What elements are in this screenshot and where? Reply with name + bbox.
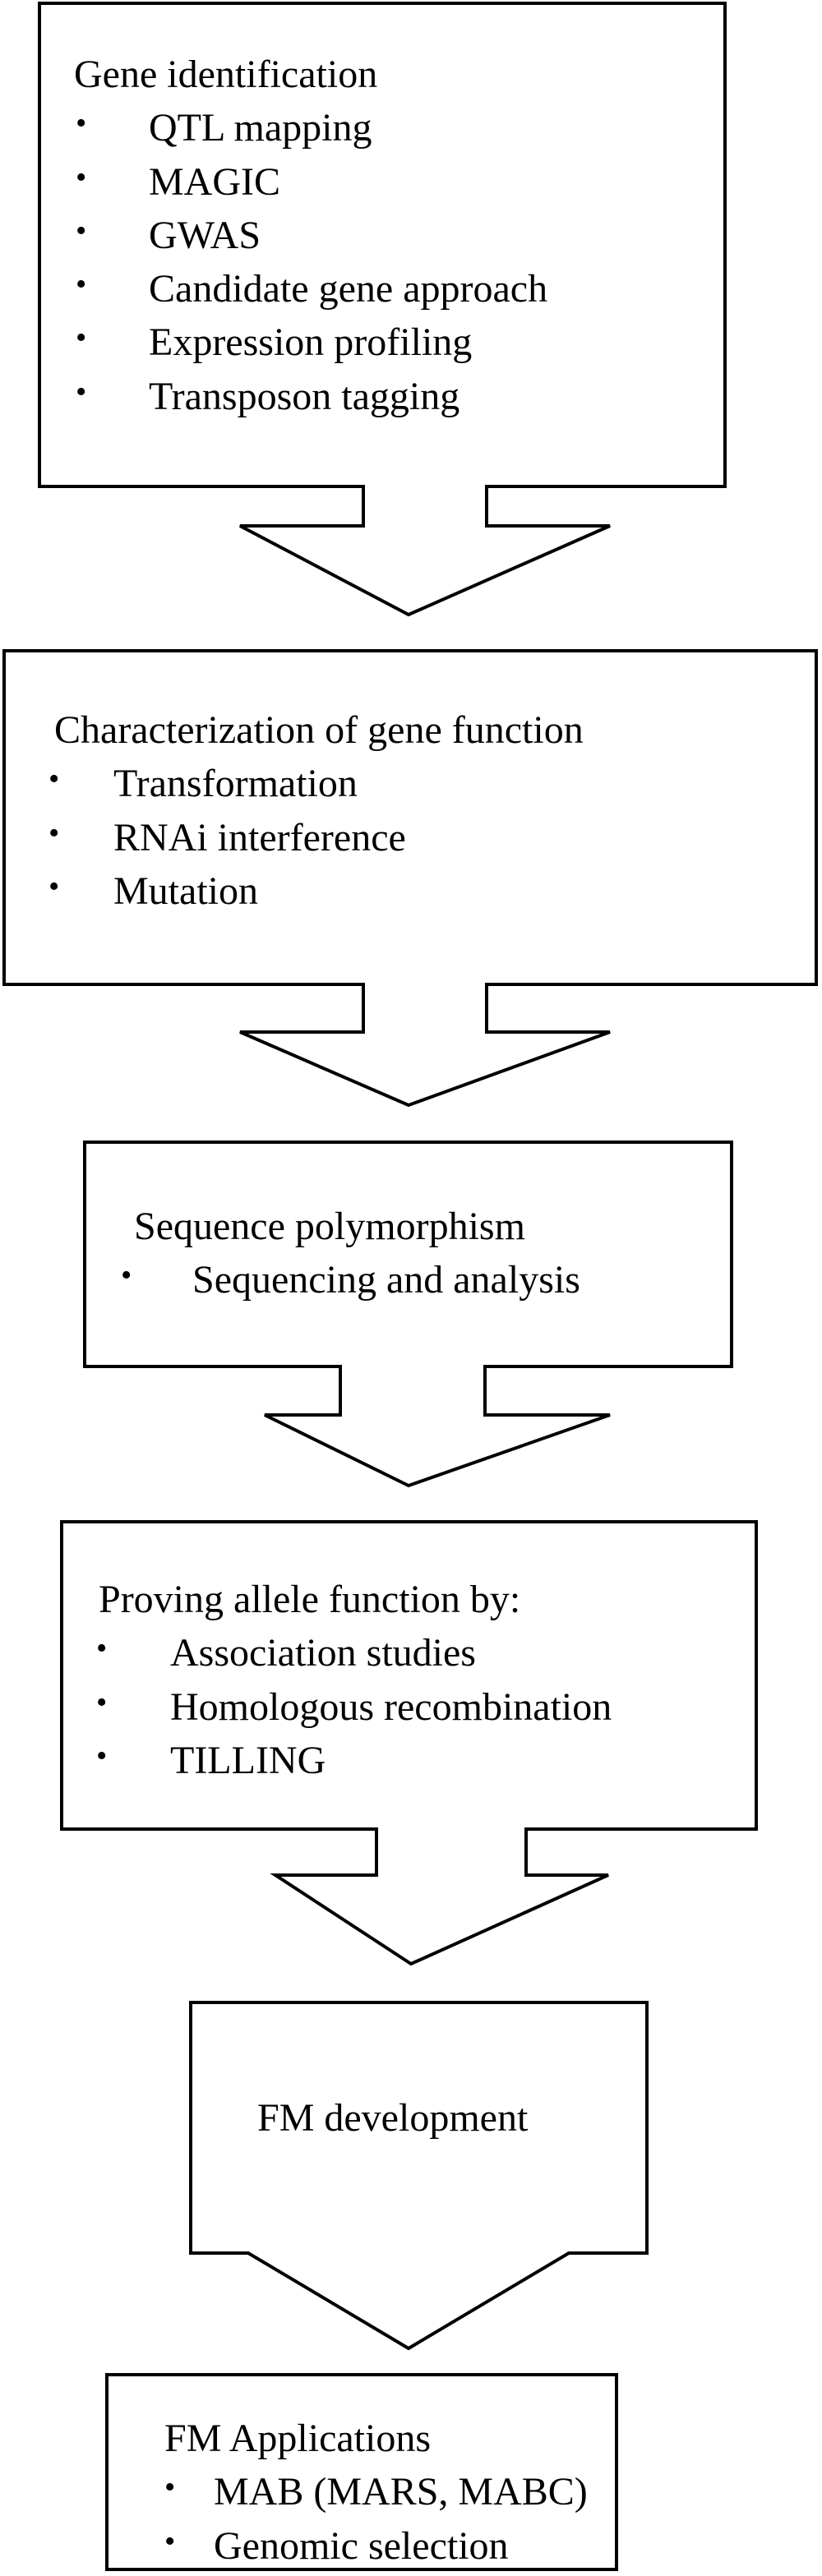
list-item: • RNAi interference — [48, 811, 584, 864]
fm-applications-list: • MAB (MARS, MABC) • Genomic selection — [164, 2465, 588, 2573]
bullet-icon: • — [164, 2470, 176, 2505]
list-item: • Genomic selection — [164, 2519, 588, 2573]
list-item: • TILLING — [96, 1734, 612, 1787]
list-item: • Sequencing and analysis — [121, 1253, 580, 1306]
bullet-icon: • — [164, 2523, 176, 2559]
gene-function-step: Characterization of gene function • Tran… — [48, 703, 584, 918]
list-item: • MAGIC — [74, 155, 547, 209]
list-item-text: Expression profiling — [149, 320, 473, 365]
fm-applications-title: FM Applications — [164, 2417, 432, 2460]
bullet-icon: • — [76, 213, 87, 248]
list-item-text: Sequencing and analysis — [192, 1258, 580, 1302]
list-item: • Homologous recombination — [96, 1680, 612, 1734]
bullet-icon: • — [96, 1738, 108, 1773]
gene-identification-list: • QTL mapping • MAGIC • GWAS • Candidate… — [74, 101, 547, 423]
list-item: • Transformation — [48, 757, 584, 810]
gene-function-list: • Transformation • RNAi interference • M… — [48, 757, 584, 918]
list-item-text: MAB (MARS, MABC) — [214, 2470, 588, 2514]
list-item-text: Genomic selection — [214, 2523, 509, 2568]
fm-development-box — [189, 2001, 649, 2351]
list-item: • QTL mapping — [74, 101, 547, 154]
bullet-icon: • — [76, 106, 87, 141]
sequence-polymorphism-step: Sequence polymorphism • Sequencing and a… — [121, 1200, 580, 1307]
gene-function-box — [2, 649, 818, 1108]
bullet-icon: • — [96, 1684, 108, 1720]
fm-applications-box — [105, 2373, 618, 2571]
gene-identification-title: Gene identification — [74, 53, 378, 96]
bullet-icon: • — [76, 267, 87, 302]
list-item-text: Transposon tagging — [149, 374, 460, 418]
allele-function-list: • Association studies • Homologous recom… — [96, 1626, 612, 1787]
list-item-text: Mutation — [113, 869, 258, 913]
list-item-text: QTL mapping — [149, 106, 372, 150]
list-item-text: Candidate gene approach — [149, 267, 548, 311]
sequence-polymorphism-list: • Sequencing and analysis — [121, 1253, 580, 1306]
list-item: • Mutation — [48, 864, 584, 918]
list-item-text: RNAi interference — [113, 815, 406, 859]
bullet-icon: • — [76, 159, 87, 195]
bullet-icon: • — [121, 1258, 132, 1293]
list-item: • Candidate gene approach — [74, 262, 547, 316]
list-item: • Transposon tagging — [74, 370, 547, 423]
fm-development-title: FM development — [257, 2096, 529, 2140]
gene-identification-box — [38, 2, 727, 617]
bullet-icon: • — [96, 1631, 108, 1666]
bullet-icon: • — [48, 869, 60, 904]
bullet-icon: • — [76, 320, 87, 356]
list-item: • Expression profiling — [74, 316, 547, 369]
list-item-text: MAGIC — [149, 159, 281, 204]
list-item-text: GWAS — [149, 213, 261, 257]
allele-function-box — [60, 1520, 758, 1966]
bullet-icon: • — [48, 762, 60, 797]
list-item-text: Homologous recombination — [170, 1684, 612, 1729]
fm-applications-step: FM Applications • MAB (MARS, MABC) • Gen… — [164, 2412, 588, 2573]
gene-function-title: Characterization of gene function — [54, 708, 584, 752]
list-item-text: TILLING — [170, 1738, 326, 1782]
allele-function-step: Proving allele function by: • Associatio… — [96, 1573, 612, 1787]
list-item: • Association studies — [96, 1626, 612, 1680]
sequence-polymorphism-title: Sequence polymorphism — [134, 1205, 525, 1248]
allele-function-title: Proving allele function by: — [99, 1578, 521, 1621]
list-item: • GWAS — [74, 209, 547, 262]
bullet-icon: • — [48, 815, 60, 850]
list-item-text: Association studies — [170, 1631, 476, 1675]
gene-identification-step: Gene identification • QTL mapping • MAGI… — [74, 48, 547, 423]
list-item: • MAB (MARS, MABC) — [164, 2465, 588, 2518]
list-item-text: Transformation — [113, 762, 358, 806]
sequence-polymorphism-box — [83, 1141, 733, 1488]
bullet-icon: • — [76, 374, 87, 409]
